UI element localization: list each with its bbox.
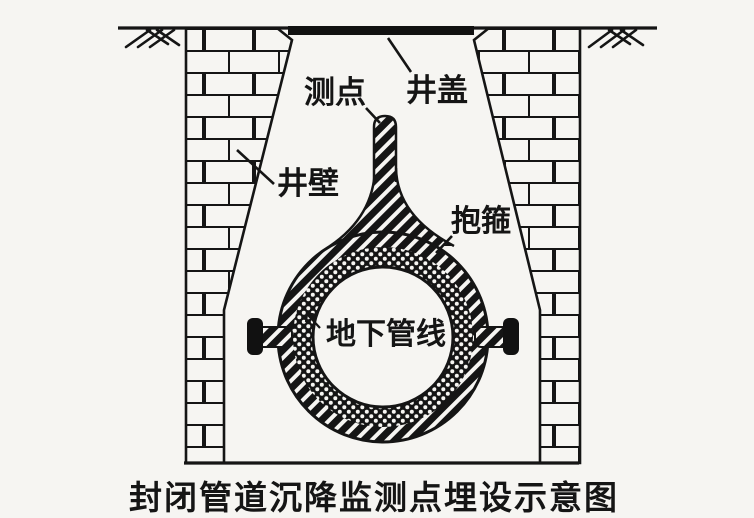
leader-measuring-point [365,107,381,124]
label-well-wall: 井壁 [277,166,339,201]
soil-hatch-left-icon [124,28,181,49]
leader-well-cover [386,37,413,73]
well-cover [288,26,474,35]
well-wall-left [184,26,294,465]
label-well-cover: 井盖 [406,73,468,108]
well-wall-right [472,26,582,465]
clamp-bolt-left-icon [247,318,293,355]
clamp-bolt-right-icon [474,318,519,355]
leader-clamp [435,235,453,254]
label-clamp: 抱箍 [451,205,511,238]
soil-hatch-right-icon [587,28,645,49]
measuring-rod-flare [330,168,454,246]
measuring-rod [372,114,398,182]
label-measuring-point: 测点 [304,75,366,110]
figure-caption: 封闭管道沉降监测点埋设示意图 [129,479,619,516]
leader-well-wall [236,149,275,185]
leader-underground-pipeline [304,311,321,329]
pipe-interior [311,265,455,409]
label-underground-pipeline: 地下管线 [326,318,446,351]
